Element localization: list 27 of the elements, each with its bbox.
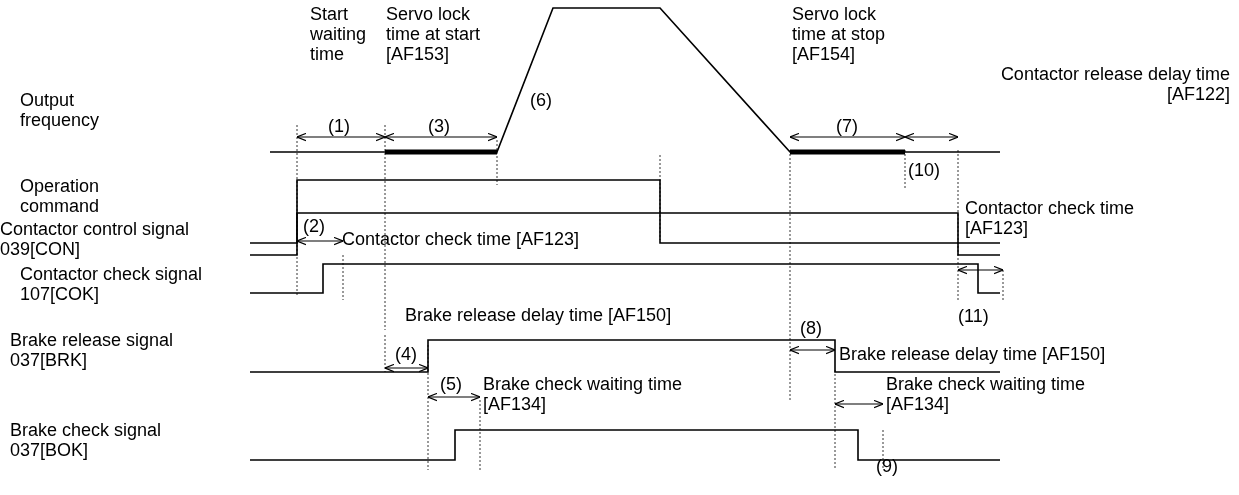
step-number: (7) [836,116,858,136]
time-label: Contactor check time [AF123] [965,198,1136,238]
time-label: Contactor release delay time [AF122] [999,64,1230,104]
step-number: (4) [395,344,417,364]
step-number: (6) [530,90,552,110]
time-label: Start waiting time [310,4,368,64]
signal-label: Brake check signal 037[BOK] [10,420,163,460]
signal-label: Output frequency [20,90,101,130]
signal-label: Contactor check signal 107[COK] [20,264,204,304]
time-label: Contactor check time [AF123] [342,229,580,249]
step-number: (8) [800,318,822,338]
time-label: Brake check waiting time [AF134] [483,374,684,414]
step-number: (3) [428,116,450,136]
time-label: Brake check waiting time [AF134] [886,374,1087,414]
time-label: Brake release delay time [AF150] [405,305,672,325]
step-number: (11) [958,306,989,326]
step-number: (2) [303,216,325,236]
time-label: Servo lock time at stop [AF154] [792,4,887,64]
signal-label: Brake release signal 037[BRK] [10,330,175,370]
step-number: (9) [876,456,898,476]
signal-label: Operation command [20,176,101,216]
step-number: (5) [440,374,462,394]
time-label: Brake release delay time [AF150] [839,344,1106,364]
signal-label: Contactor control signal 039[CON] [0,219,191,259]
time-label: Servo lock time at start [AF153] [386,4,482,64]
step-number: (1) [328,116,350,136]
step-number: (10) [908,160,940,180]
